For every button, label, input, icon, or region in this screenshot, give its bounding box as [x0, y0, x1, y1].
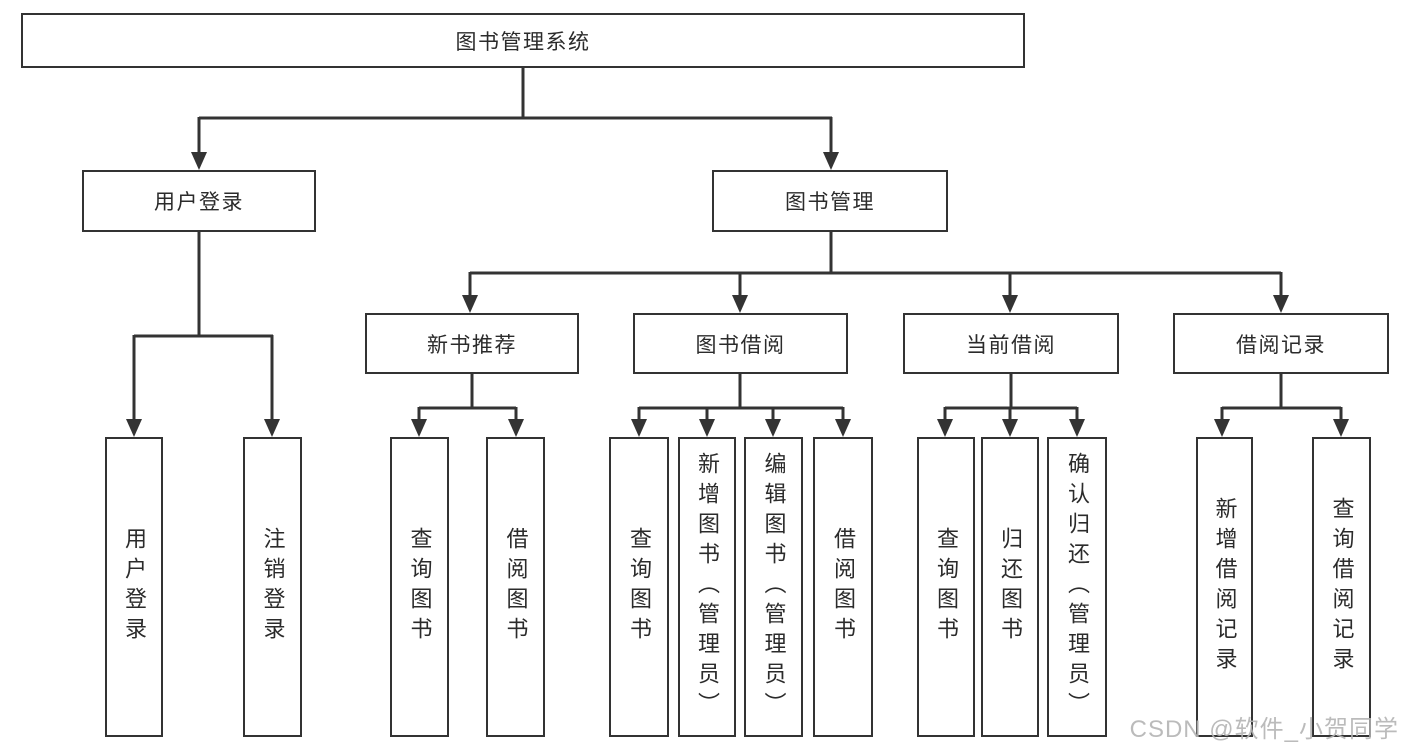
- node-book-borrow: 图书借阅: [633, 313, 848, 374]
- watermark: CSDN @软件_小贺同学: [1129, 716, 1399, 743]
- leaf-borrow-add-admin: 新增图书（管理员）: [678, 437, 736, 737]
- leaf-logout: 注销登录: [243, 437, 302, 737]
- leaf-records-query: 查询借阅记录: [1312, 437, 1371, 737]
- leaf-borrow-query: 查询图书: [609, 437, 669, 737]
- leaf-borrow-borrow: 借阅图书: [813, 437, 873, 737]
- leaf-current-return: 归还图书: [981, 437, 1039, 737]
- leaf-borrow-edit-admin: 编辑图书（管理员）: [744, 437, 803, 737]
- leaf-user-login: 用户登录: [105, 437, 163, 737]
- node-borrow-records: 借阅记录: [1173, 313, 1389, 374]
- node-book-management: 图书管理: [712, 170, 948, 232]
- node-user-login: 用户登录: [82, 170, 316, 232]
- node-current-borrow: 当前借阅: [903, 313, 1119, 374]
- leaf-records-add: 新增借阅记录: [1196, 437, 1253, 737]
- leaf-newbooks-query: 查询图书: [390, 437, 449, 737]
- leaf-newbooks-borrow: 借阅图书: [486, 437, 545, 737]
- node-new-books: 新书推荐: [365, 313, 579, 374]
- leaf-current-confirm-admin: 确认归还（管理员）: [1047, 437, 1107, 737]
- leaf-current-query: 查询图书: [917, 437, 975, 737]
- node-root: 图书管理系统: [21, 13, 1025, 68]
